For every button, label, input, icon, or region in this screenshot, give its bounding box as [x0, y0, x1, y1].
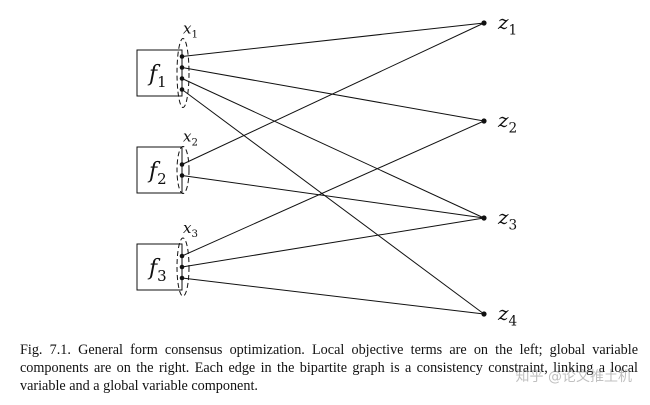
figure-caption: Fig. 7.1. General form consensus optimiz…	[20, 342, 638, 394]
local-variable-label: x3	[183, 219, 198, 240]
local-component-dot	[179, 54, 185, 59]
global-label: z1	[497, 10, 517, 39]
globals-layer: z1 z2 z3 z4	[481, 10, 517, 330]
consistency-edge	[181, 22, 485, 57]
global-node-3: z3	[481, 205, 517, 234]
local-component-dot	[179, 162, 185, 167]
local-variable-label: x1	[183, 20, 198, 41]
local-component-dot	[179, 87, 185, 92]
local-variable-label: x2	[183, 128, 198, 149]
global-node-2: z2	[481, 108, 517, 137]
factor-box	[136, 146, 183, 194]
local-component-dot	[179, 76, 185, 81]
local-variable-ellipse	[176, 146, 190, 194]
consistency-edge	[181, 22, 485, 165]
consistency-edge	[181, 175, 485, 219]
global-component-dot	[481, 118, 487, 124]
global-component-dot	[481, 215, 487, 221]
consistency-edge	[181, 120, 485, 257]
consistency-edge	[181, 78, 485, 219]
edges-layer	[181, 22, 485, 315]
global-label: z3	[497, 205, 517, 234]
local-component-dot	[179, 264, 185, 270]
local-variable-ellipse	[176, 38, 190, 108]
local-component-dot	[179, 253, 185, 259]
consistency-edge	[181, 217, 485, 268]
local-variable-ellipse	[176, 237, 190, 297]
global-label: z4	[497, 301, 517, 330]
local-component-dot	[179, 275, 185, 281]
global-node-1: z1	[481, 10, 517, 39]
global-component-dot	[481, 311, 487, 317]
global-component-dot	[481, 20, 487, 26]
global-node-4: z4	[481, 301, 517, 330]
global-label: z2	[497, 108, 517, 137]
consistency-edge	[181, 89, 485, 315]
consistency-edge	[181, 277, 485, 315]
factor-box	[136, 49, 183, 97]
local-component-dot	[179, 65, 185, 70]
local-component-dot	[179, 173, 185, 178]
